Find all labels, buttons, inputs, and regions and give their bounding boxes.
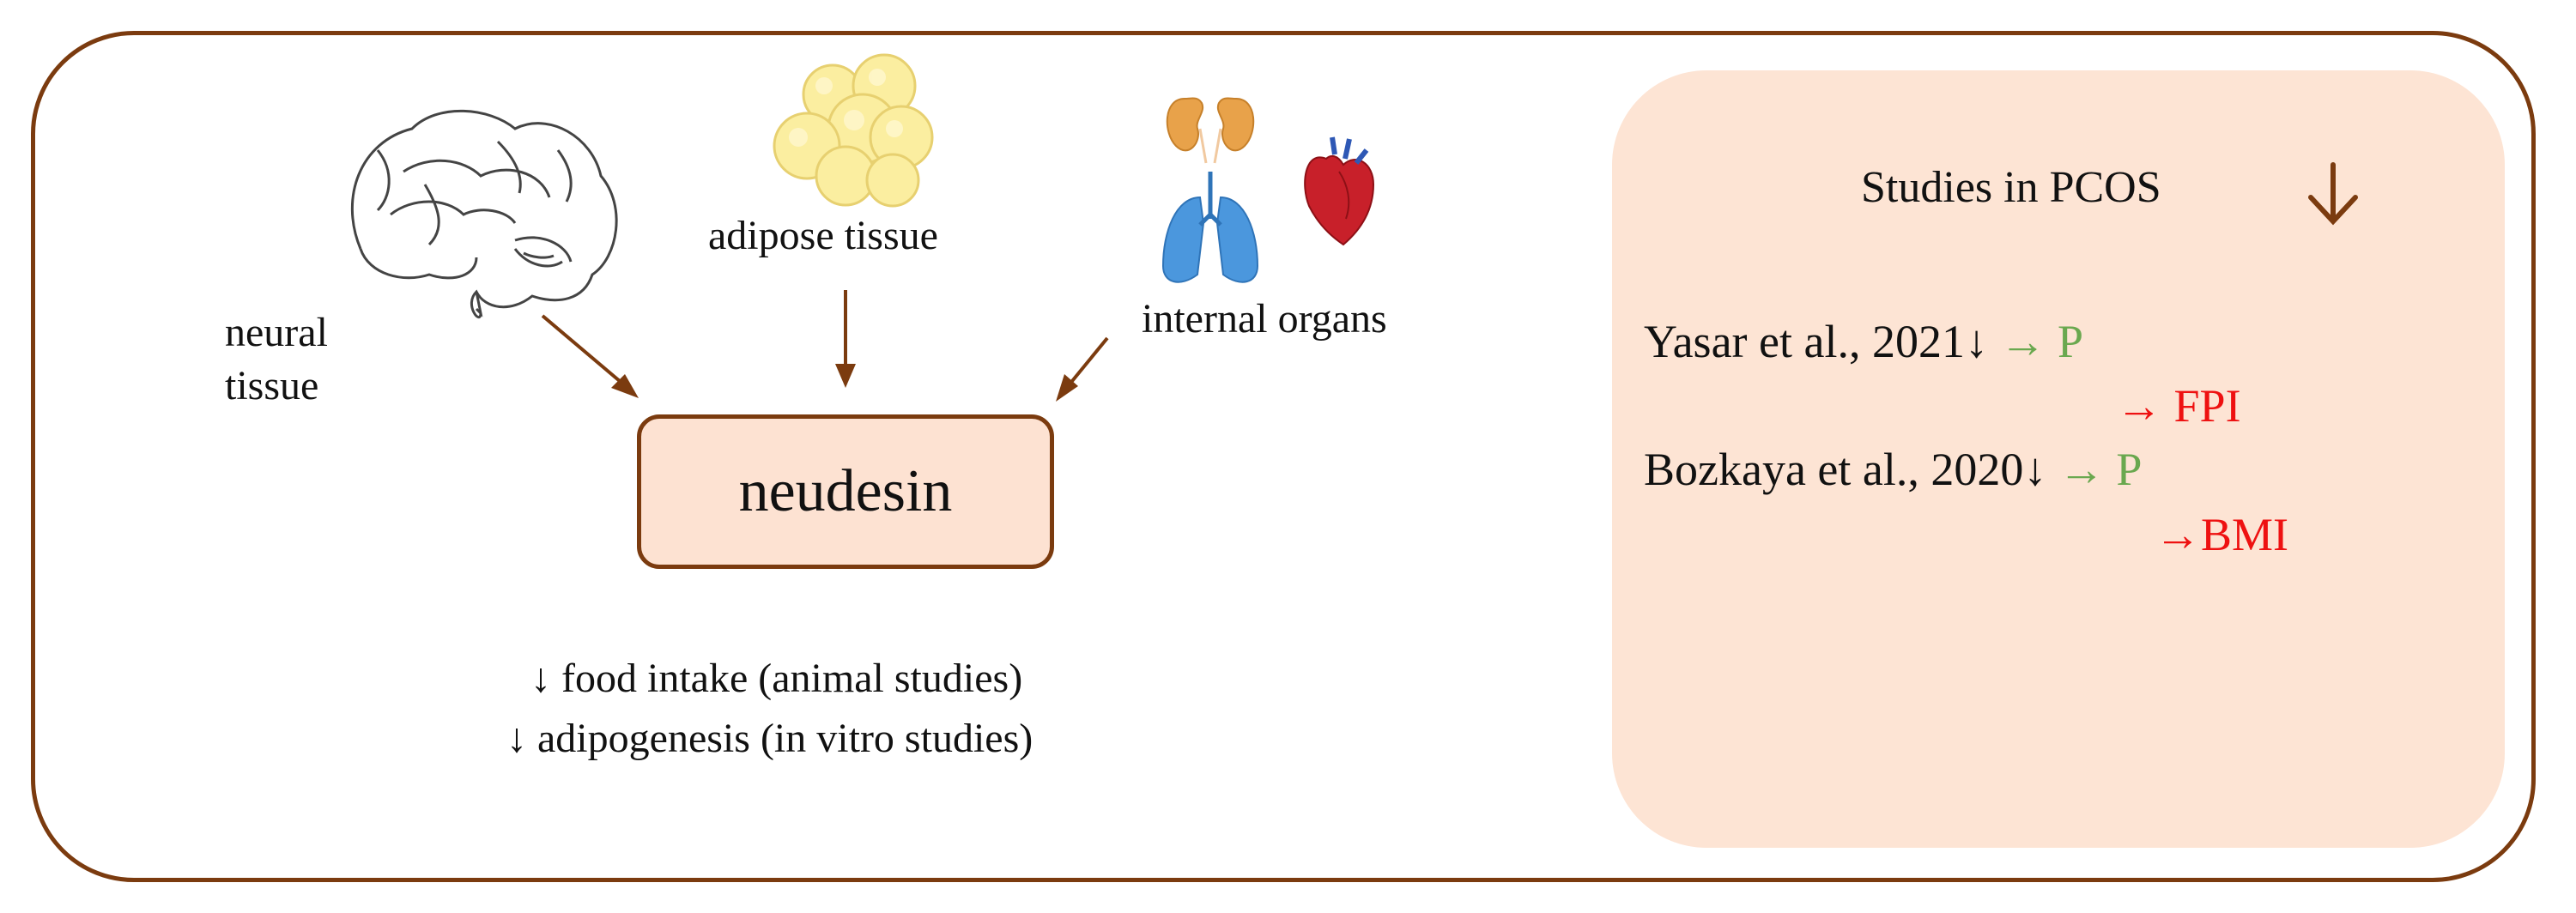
neural-tissue-label-line2: tissue: [225, 363, 319, 408]
internal-organs-label: internal organs: [1142, 296, 1387, 342]
study-citation: Yasar et al., 2021↓: [1644, 316, 1988, 367]
neural-tissue-label-line1: neural: [225, 310, 328, 355]
study-effect-positive: → P: [1999, 316, 2084, 367]
effect-adipogenesis: ↓ adipogenesis (in vitro studies): [506, 716, 1033, 761]
study-row-yasar: Yasar et al., 2021↓ → P: [1644, 311, 2083, 372]
down-arrow-icon: [2308, 162, 2358, 226]
study-row-bozkaya: Bozkaya et al., 2020↓ → P: [1644, 439, 2142, 499]
effect-food-intake: ↓ food intake (animal studies): [530, 656, 1023, 701]
neudesin-label: neudesin: [738, 458, 953, 524]
study-citation: Bozkaya et al., 2020↓: [1644, 444, 2047, 495]
neudesin-box: neudesin: [637, 414, 1054, 569]
study-effect-negative: →BMI: [2155, 509, 2289, 560]
arrow-neural-to-neudesin: [541, 314, 633, 393]
diagram-frame: [31, 31, 2536, 882]
adipose-tissue-label: adipose tissue: [708, 213, 938, 258]
study-effect-negative: → FPI: [2116, 380, 2241, 432]
neural-tissue-label: neural tissue: [225, 306, 328, 413]
study-effect-positive: → P: [2058, 444, 2143, 495]
panel-title: Studies in PCOS: [1861, 163, 2161, 212]
